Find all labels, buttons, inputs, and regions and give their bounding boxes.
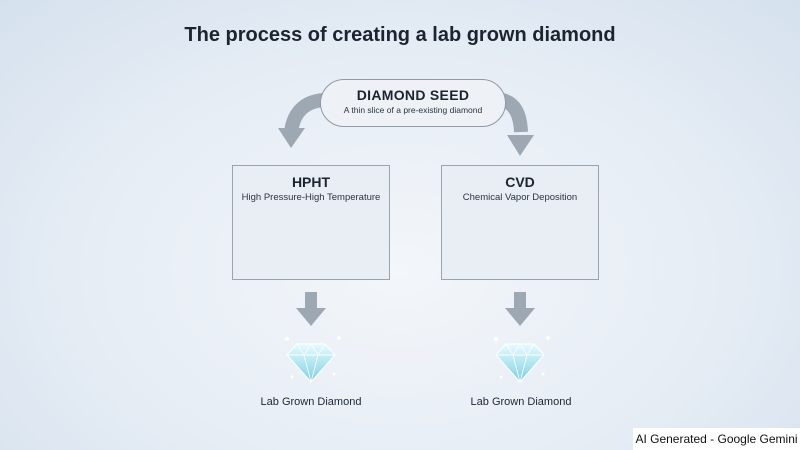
cvd-result-label: Lab Grown Diamond bbox=[470, 396, 572, 408]
seed-title: DIAMOND SEED bbox=[356, 87, 470, 103]
cvd-title: CVD bbox=[505, 174, 535, 190]
seed-subtitle: A thin slice of a pre-existing diamond bbox=[343, 105, 483, 115]
diamond-right-icon bbox=[494, 336, 550, 384]
cvd-box: CVD Chemical Vapor Deposition bbox=[441, 165, 599, 280]
arrow-right-curved-icon bbox=[499, 93, 534, 156]
diamond-seed-node: DIAMOND SEED A thin slice of a pre-exist… bbox=[320, 79, 506, 127]
cvd-subtitle: Chemical Vapor Deposition bbox=[462, 192, 578, 203]
arrow-down-left-icon bbox=[296, 292, 326, 326]
hpht-result-label: Lab Grown Diamond bbox=[260, 396, 362, 408]
diagram-title: The process of creating a lab grown diam… bbox=[184, 24, 616, 46]
hpht-subtitle: High Pressure-High Temperature bbox=[241, 192, 381, 203]
arrow-down-right-icon bbox=[505, 292, 535, 326]
hpht-title: HPHT bbox=[291, 174, 331, 190]
diamond-left-icon bbox=[285, 336, 341, 384]
watermark: AI Generated - Google Gemini bbox=[633, 428, 800, 450]
hpht-box: HPHT High Pressure-High Temperature bbox=[232, 165, 390, 280]
arrow-left-curved-icon bbox=[278, 93, 325, 148]
